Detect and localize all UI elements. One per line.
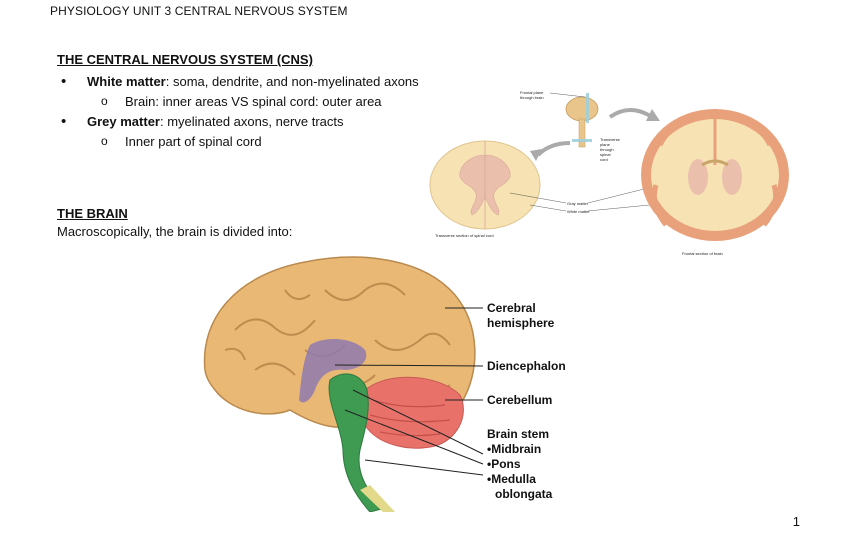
cns-sections-figure: Frontal plane through brain Transverse p… (429, 90, 789, 256)
diencephalon-label: Diencephalon (487, 359, 566, 373)
page-number: 1 (792, 514, 800, 529)
frontal-plane-label-2: through brain (520, 95, 544, 100)
transverse-plane-label-4: spinal (600, 152, 611, 157)
white-matter-label: White matter (567, 209, 590, 214)
list-item: Grey matter: myelinated axons, nerve tra… (57, 112, 487, 132)
transverse-plane-label-3: through (600, 147, 614, 152)
brain-intro: Macroscopically, the brain is divided in… (57, 224, 293, 239)
list-item: White matter: soma, dendrite, and non-my… (57, 72, 487, 92)
frontal-brain-section (641, 109, 789, 241)
pons-label: •Pons (487, 457, 521, 471)
cns-bullet-list: White matter: soma, dendrite, and non-my… (57, 72, 487, 152)
medulla-label: •Medulla (487, 472, 536, 486)
page-header: PHYSIOLOGY UNIT 3 CENTRAL NERVOUS SYSTEM (50, 4, 348, 18)
spinal-cord-section (429, 140, 541, 230)
frontal-plane-label: Frontal plane (520, 90, 544, 95)
arrow-left-icon (536, 141, 571, 157)
list-subitem: Inner part of spinal cord (57, 131, 487, 152)
definition: : myelinated axons, nerve tracts (159, 114, 344, 129)
brain-heading: THE BRAIN (57, 206, 128, 221)
cerebral-label: Cerebral (487, 301, 536, 315)
term: White matter (87, 74, 166, 89)
cerebral-label-2: hemisphere (487, 316, 555, 330)
cns-heading: THE CENTRAL NERVOUS SYSTEM (CNS) (57, 52, 313, 67)
oblongata-label: oblongata (495, 487, 553, 501)
spinal-cord-stub (360, 485, 395, 512)
cerebellum-region (360, 376, 464, 449)
brain-thumbnail (565, 93, 599, 148)
spinal-caption: Transverse section of spinal cord (435, 233, 494, 238)
leader-lines (334, 307, 484, 476)
transverse-plane-label-5: cord (600, 157, 608, 162)
term: Grey matter (87, 114, 160, 129)
brain-lateral-figure: Cerebral hemisphere Diencephalon Cerebel… (203, 256, 566, 512)
diencephalon-region (299, 338, 367, 403)
transverse-plane-label: Transverse (600, 137, 621, 142)
cerebellum-label: Cerebellum (487, 393, 552, 407)
grey-matter-label: Gray matter (567, 201, 589, 206)
transverse-plane-label-2: plane (600, 142, 611, 147)
brainstem-label: Brain stem (487, 427, 549, 441)
arrow-right-icon (608, 108, 654, 119)
midbrain-label: •Midbrain (487, 442, 541, 456)
frontal-caption: Frontal section of brain (682, 251, 723, 256)
definition: : soma, dendrite, and non-myelinated axo… (165, 74, 419, 89)
list-subitem: Brain: inner areas VS spinal cord: outer… (57, 91, 487, 112)
